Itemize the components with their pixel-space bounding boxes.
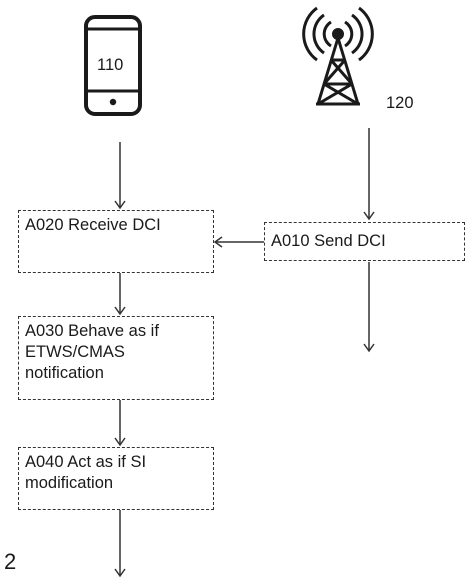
base-station-reference-label: 120: [386, 94, 414, 112]
phone-icon: [84, 15, 142, 116]
arrow-a010-continue: [363, 262, 375, 353]
step-a020-box: A020 Receive DCI: [18, 210, 214, 273]
figure-number: 2: [4, 549, 17, 574]
step-a040-box: A040 Act as if SI modification: [18, 447, 214, 510]
step-a030-box: A030 Behave as if ETWS/CMAS notification: [18, 316, 214, 400]
arrow-a030-to-a040: [114, 400, 126, 447]
flow-arrows: [114, 128, 375, 578]
step-a010-box: A010 Send DCI: [264, 222, 465, 261]
step-a030-text: A030 Behave as if ETWS/CMAS notification: [25, 322, 159, 382]
step-a010-text: A010 Send DCI: [271, 232, 386, 250]
arrow-bs-to-a010: [363, 128, 375, 221]
arrow-a040-continue: [114, 510, 126, 578]
base-station-tower-icon: [302, 6, 374, 106]
ue-reference-label: 110: [97, 56, 124, 74]
arrow-a020-to-a030: [114, 273, 126, 316]
step-a020-text: A020 Receive DCI: [25, 216, 161, 234]
arrow-ue-to-a020: [114, 142, 126, 210]
step-a040-text: A040 Act as if SI modification: [25, 453, 147, 492]
arrow-a010-to-a020: [213, 236, 264, 248]
